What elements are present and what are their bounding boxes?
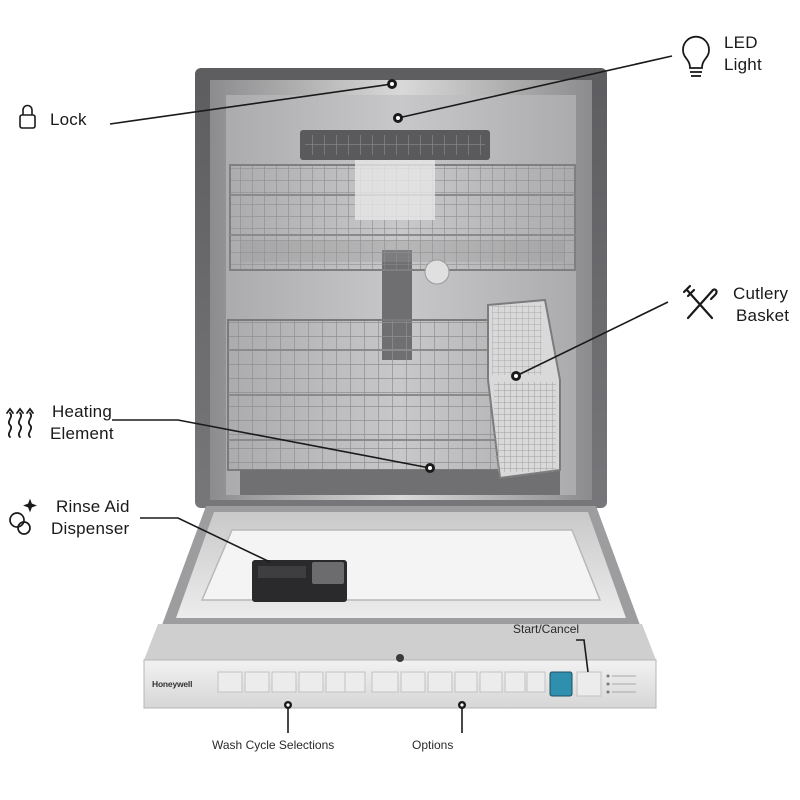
wash-cycle-buttons[interactable] [217, 671, 366, 693]
callout-heating-line2: Element [50, 424, 114, 443]
option-button[interactable] [427, 671, 453, 693]
cutlery-icon [682, 284, 718, 320]
callout-rinse-line1: Rinse Aid [56, 497, 130, 516]
cycle-button[interactable] [298, 671, 324, 693]
cycle-button[interactable] [244, 671, 270, 693]
callout-start-cancel: Start/Cancel [513, 622, 580, 636]
option-button[interactable] [400, 671, 426, 693]
callout-cutlery-line2: Basket [736, 306, 790, 325]
option-button[interactable] [526, 671, 546, 693]
option-button[interactable] [454, 671, 478, 693]
cycle-button[interactable] [271, 671, 297, 693]
callout-options: Options [412, 738, 454, 752]
heat-waves-icon [6, 407, 34, 438]
door [162, 506, 640, 625]
callout-cutlery-line1: Cutlery [733, 284, 789, 303]
cutlery-basket [487, 298, 561, 480]
rinse-aid-dispenser [252, 560, 347, 602]
start-cancel-button[interactable] [576, 671, 602, 697]
display-screen [549, 671, 573, 697]
option-button[interactable] [371, 671, 399, 693]
option-buttons[interactable] [371, 671, 546, 693]
lock-icon [19, 104, 36, 129]
callout-heating-line1: Heating [52, 402, 112, 421]
upper-rack [229, 160, 576, 285]
option-button[interactable] [479, 671, 503, 693]
callout-wash-cycle: Wash Cycle Selections [212, 738, 335, 752]
light-bulb-icon [682, 35, 710, 77]
cycle-button[interactable] [344, 671, 366, 693]
top-rack [300, 130, 490, 160]
option-button[interactable] [504, 671, 526, 693]
callout-rinse-line2: Dispenser [51, 519, 130, 538]
callout-led-light-line2: Light [724, 55, 762, 74]
bubbles-sparkle-icon [9, 498, 37, 535]
callout-led-light-line1: LED [724, 33, 758, 52]
indicator-lights [606, 674, 636, 694]
cycle-button[interactable] [217, 671, 243, 693]
callout-lock: Lock [50, 110, 87, 129]
brand-logo: Honeywell [152, 679, 193, 689]
leader-lines [109, 55, 673, 733]
